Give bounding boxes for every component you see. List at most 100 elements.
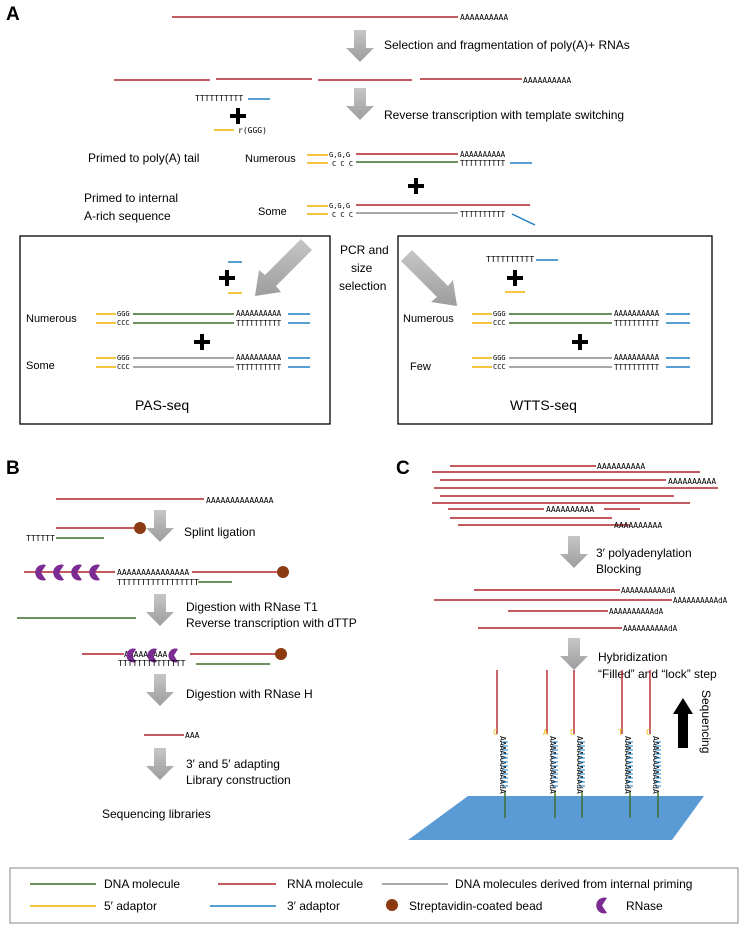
probe-4: AAAAAAAAAAdA T: [618, 670, 633, 818]
probe-5: AAAAAAAAAAdA C: [646, 670, 661, 818]
c-step1-2: Blocking: [596, 562, 641, 576]
a-step1-text: Selection and fragmentation of poly(A)+ …: [384, 38, 630, 52]
c-polya-2: AAAAAAAAAA: [668, 477, 716, 486]
pas-n-ccc: CCC: [117, 319, 130, 327]
b-splint-t: TTTTTT: [26, 534, 55, 543]
panel-b-label: B: [6, 458, 20, 479]
plus-icon: [507, 270, 523, 286]
probe-seq-1: AAAAAAAAAAdA: [498, 736, 507, 794]
pas-some: Some: [26, 360, 55, 372]
b-step3-text: Digestion with RNase H: [186, 687, 313, 701]
b-step2-1: Digestion with RNase T1: [186, 600, 318, 614]
arrow-b1: [146, 510, 174, 542]
b-t1-polyt: TTTTTTTTTTTTTT: [118, 659, 186, 668]
rnase-icon: [126, 648, 136, 663]
pas-s-ccc: CCC: [117, 363, 130, 371]
pas-s-ggg: GGG: [117, 354, 130, 362]
legend-adaptor3-label: 3′ adaptor: [287, 899, 340, 913]
rnase-icon: [53, 564, 64, 581]
pas-n-ggg: GGG: [117, 310, 130, 318]
c-polya-4: AAAAAAAAAA: [614, 521, 662, 530]
probe-seq-3: AAAAAAAAAAdA: [575, 736, 584, 794]
b-step2-2: Reverse transcription with dTTP: [186, 616, 357, 630]
c-polya-3: AAAAAAAAAA: [546, 505, 594, 514]
c-dA-2: AAAAAAAAAAdA: [673, 596, 728, 605]
probe-1: AAAAAAAAAAdA C: [493, 670, 508, 818]
rnase-icon: [35, 564, 46, 581]
wtts-n-ggg: GGG: [493, 310, 506, 318]
ccc-1: C C C: [332, 160, 353, 168]
rnase-icon: [168, 648, 178, 663]
b-polya: AAAAAAAAAAAAAA: [206, 496, 274, 505]
legend-box: [9, 867, 739, 924]
c-dA-3: AAAAAAAAAAdA: [609, 607, 664, 616]
wtts-f-ggg: GGG: [493, 354, 506, 362]
rggg-text: r(GGG): [238, 126, 267, 135]
rnase-icon: [71, 564, 82, 581]
plus-icon: [219, 270, 235, 286]
c-step2-1: Hybridization: [598, 650, 667, 664]
rnase-icon: [147, 648, 157, 663]
legend-dna-label: DNA molecule: [104, 877, 180, 891]
arrow-b4: [146, 748, 174, 780]
sequencing-label: Sequencing: [699, 690, 713, 753]
probe-top-2: A: [543, 728, 548, 737]
a3-rt2: [511, 213, 536, 226]
some-label-1: Some: [258, 206, 287, 218]
bead-icon: [275, 648, 287, 660]
polyt-rt2: TTTTTTTTTT: [460, 210, 506, 219]
numerous-label-1: Numerous: [245, 153, 296, 165]
arrow-a2: [346, 88, 374, 120]
b-final-text: Sequencing libraries: [102, 807, 211, 821]
c-step1-1: 3′ polyadenylation: [596, 546, 692, 560]
ggg-top-1: G,G,G: [329, 151, 350, 159]
b-aaa: AAA: [185, 731, 200, 740]
arrow-a1: [346, 30, 374, 62]
c-dA-1: AAAAAAAAAAdA: [621, 586, 676, 595]
wtts-f-polya: AAAAAAAAAA: [614, 353, 660, 362]
probe-top-1: C: [493, 728, 498, 737]
bead-icon: [277, 566, 289, 578]
b-t1-polya: AAAAAAAAA: [124, 650, 168, 659]
arrow-to-pas: [255, 239, 312, 296]
b-step4-2: Library construction: [186, 773, 291, 787]
legend-bead-icon: [386, 899, 398, 911]
pas-s-polya: AAAAAAAAAA: [236, 353, 282, 362]
rnase-icon: [89, 564, 100, 581]
wtts-seq-box: [397, 235, 713, 425]
arrow-b3: [146, 674, 174, 706]
rnase-icons-1: [35, 564, 100, 581]
b-lig-polyt: TTTTTTTTTTTTTTTTT: [117, 578, 199, 587]
wtts-n-polya: AAAAAAAAAA: [614, 309, 660, 318]
primed-polya-text: Primed to poly(A) tail: [88, 151, 199, 165]
probe-top-4: T: [618, 728, 623, 737]
wtts-few: Few: [410, 361, 431, 373]
probe-top-3: C: [570, 728, 575, 737]
c-polya-1: AAAAAAAAAA: [597, 462, 645, 471]
polya-fragment: AAAAAAAAAA: [523, 76, 571, 85]
pas-s-polyt: TTTTTTTTTT: [236, 363, 282, 372]
polya-rt1: AAAAAAAAAA: [460, 150, 506, 159]
legend-rnase-label: RNase: [626, 899, 663, 913]
plus-icon: [408, 178, 424, 194]
rna-fragments: [114, 78, 522, 81]
arrow-to-wtts: [401, 250, 457, 306]
legend-adaptor5-label: 5′ adaptor: [104, 899, 157, 913]
c-rna-lines: [432, 465, 718, 526]
polya-top: AAAAAAAAAA: [460, 13, 508, 22]
oligo-dt: TTTTTTTTTT: [195, 94, 243, 103]
probe-seq-4: AAAAAAAAAAdA: [623, 736, 632, 794]
probe-seq-5: AAAAAAAAAAdA: [651, 736, 660, 794]
panel-c-label: C: [396, 458, 410, 479]
legend-rna-label: RNA molecule: [287, 877, 363, 891]
legend-rnase-icon: [596, 897, 607, 914]
bead-icon: [134, 522, 146, 534]
legend-bead-label: Streptavidin-coated bead: [409, 899, 542, 913]
pcr-text-1: PCR and: [340, 243, 389, 257]
ccc-2: C C C: [332, 211, 353, 219]
c-dA-4: AAAAAAAAAAdA: [623, 624, 678, 633]
wtts-n-ccc: CCC: [493, 319, 506, 327]
wtts-seq-title: WTTS-seq: [510, 397, 577, 413]
